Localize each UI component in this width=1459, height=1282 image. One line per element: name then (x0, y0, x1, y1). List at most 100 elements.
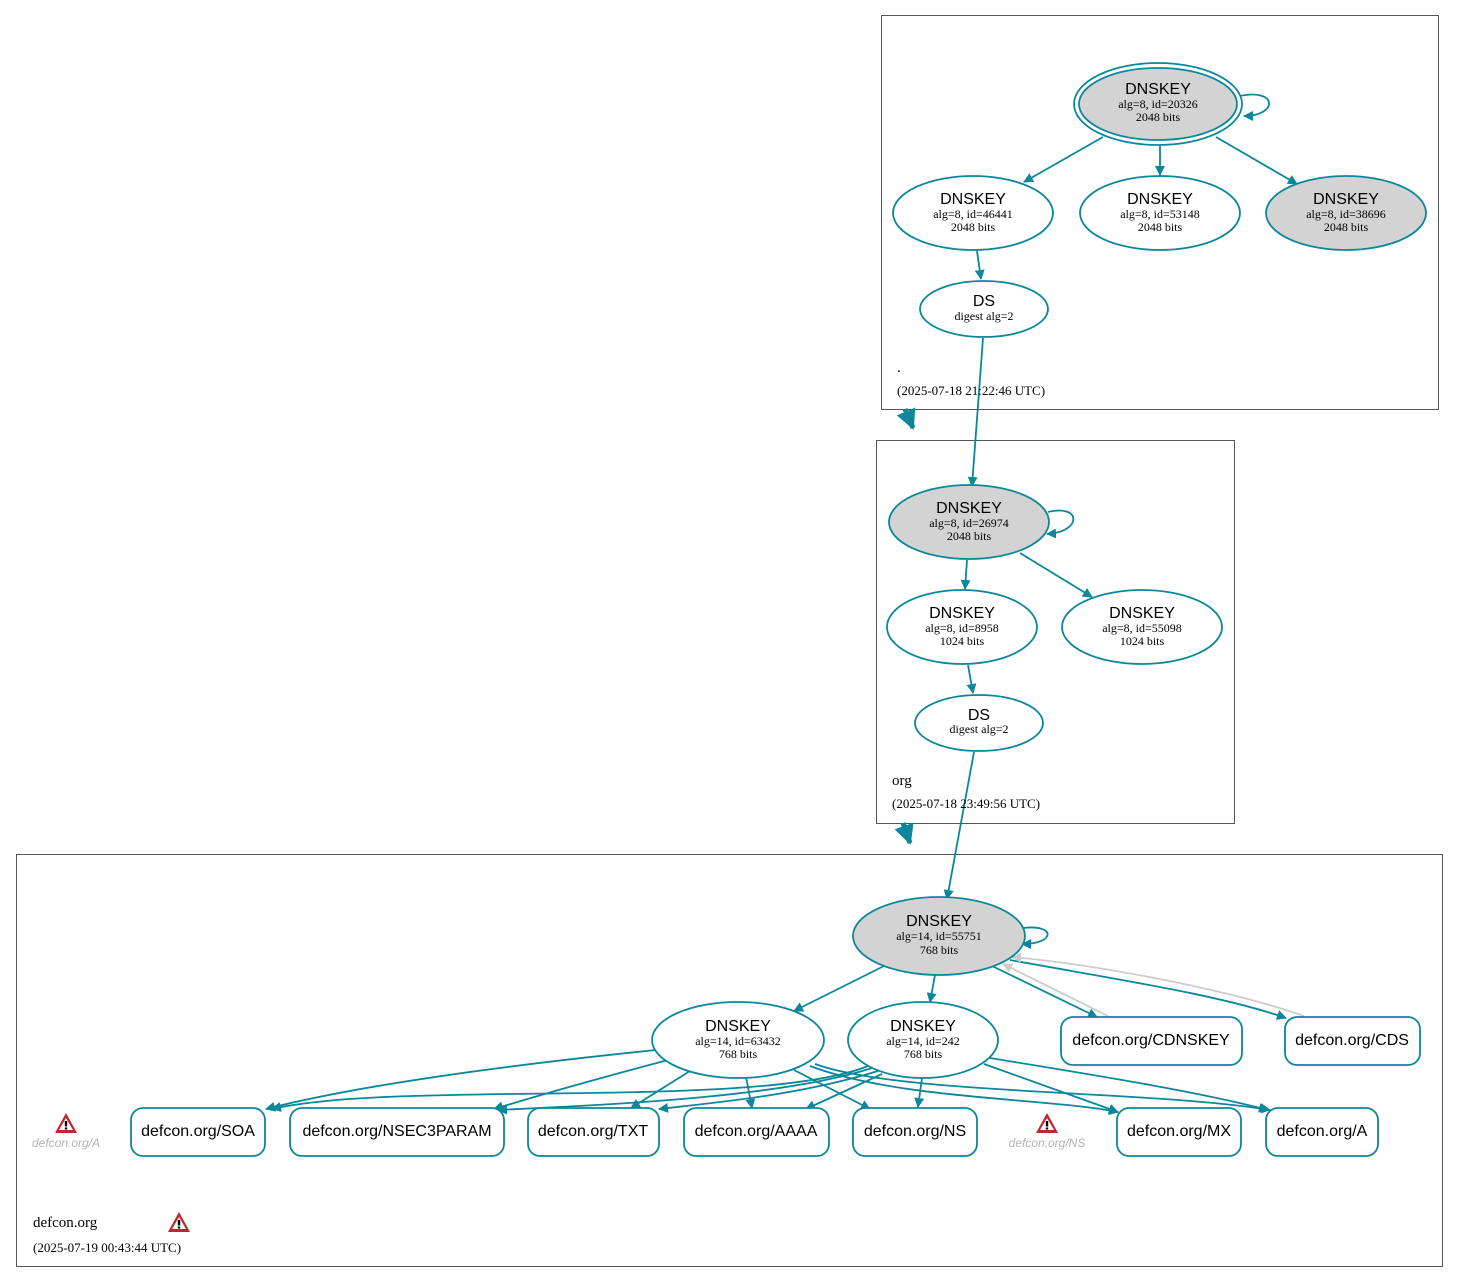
node-alg-id: alg=14, id=242 (886, 1034, 960, 1048)
node-alg-id: alg=8, id=8958 (925, 621, 999, 635)
node-title: DNSKEY (705, 1018, 771, 1035)
edge (809, 1065, 1119, 1116)
node-alg-id: alg=8, id=55098 (1102, 621, 1182, 635)
edge (983, 1063, 1119, 1114)
ghost-label: defcon.org/NS (1009, 1136, 1086, 1150)
dnskey-node[interactable]: DNSKEY alg=8, id=53148 2048 bits (1079, 175, 1241, 251)
ghost-label: defcon.org/A (32, 1136, 100, 1150)
node-bits: 1024 bits (940, 634, 985, 648)
edge (1021, 926, 1049, 949)
zone-defcon-time: (2025-07-19 00:43:44 UTC) (33, 1240, 181, 1255)
zone-root-time: (2025-07-18 21:22:46 UTC) (897, 383, 1045, 398)
edge (1009, 959, 1287, 1020)
zone-defcon-box (16, 854, 1443, 1267)
node-title: DS (973, 293, 995, 310)
edge (914, 1077, 925, 1108)
node-bits: 2048 bits (1136, 110, 1181, 124)
edge (1019, 552, 1093, 598)
ghost-node-a[interactable]: defcon.org/A (32, 1113, 100, 1150)
rrset-label: defcon.org/CDS (1295, 1032, 1409, 1049)
node-title: DNSKEY (1125, 81, 1191, 98)
node-bits: 768 bits (719, 1047, 758, 1061)
node-alg-id: alg=14, id=55751 (896, 929, 982, 943)
dnskey-node[interactable]: DNSKEY alg=8, id=26974 2048 bits (888, 484, 1050, 560)
edge (658, 1070, 879, 1113)
edge (1002, 963, 1109, 1017)
edge (989, 1057, 1269, 1113)
rrset-ns[interactable]: defcon.org/NS (852, 1107, 978, 1157)
edge (966, 664, 977, 694)
dnskey-node[interactable]: DNSKEY alg=14, id=63432 768 bits (651, 1001, 825, 1079)
node-title: DNSKEY (890, 1018, 956, 1035)
edge (493, 1059, 669, 1112)
dnskey-node[interactable]: DNSKEY alg=14, id=242 768 bits (847, 1001, 999, 1079)
dnskey-node[interactable]: DNSKEY alg=8, id=8958 1024 bits (886, 589, 1038, 665)
node-alg-id: alg=8, id=46441 (933, 207, 1013, 221)
edge (943, 751, 975, 900)
node-alg-id: alg=8, id=20326 (1118, 97, 1198, 111)
rrset-label: defcon.org/CDNSKEY (1072, 1032, 1230, 1049)
rrset-label: defcon.org/A (1277, 1123, 1368, 1140)
dnskey-node[interactable]: DNSKEY alg=14, id=55751 768 bits (852, 896, 1026, 976)
node-bits: 1024 bits (1120, 634, 1165, 648)
node-bits: 768 bits (904, 1047, 943, 1061)
zone-defcon-name: defcon.org (33, 1215, 98, 1231)
node-alg-id: alg=8, id=53148 (1120, 207, 1200, 221)
edge (793, 1069, 871, 1110)
node-alg-id: alg=8, id=38696 (1306, 207, 1386, 221)
zone-org-box (876, 440, 1235, 824)
rrset-label: defcon.org/AAAA (695, 1123, 818, 1140)
warning-triangle-icon[interactable] (168, 1212, 190, 1232)
dnskey-node[interactable]: DNSKEY alg=8, id=55098 1024 bits (1061, 589, 1223, 665)
rrset-txt[interactable]: defcon.org/TXT (527, 1107, 660, 1157)
rrset-label: defcon.org/NS (864, 1123, 966, 1140)
rrset-mx[interactable]: defcon.org/MX (1116, 1107, 1242, 1157)
node-bits: 2048 bits (947, 529, 992, 543)
edge (271, 1065, 869, 1112)
edge (1046, 509, 1075, 539)
rrset-label: defcon.org/NSEC3PARAM (302, 1123, 491, 1140)
rrset-cdnskey[interactable]: defcon.org/CDNSKEY (1060, 1016, 1243, 1066)
rrset-label: defcon.org/TXT (538, 1123, 649, 1140)
zone-root-box (881, 15, 1439, 410)
node-title: DNSKEY (936, 500, 1002, 517)
node-bits: 768 bits (920, 943, 959, 957)
dnskey-node[interactable]: DNSKEY alg=8, id=38696 2048 bits (1265, 175, 1427, 251)
dnskey-node[interactable]: DNSKEY alg=8, id=20326 2048 bits (1073, 62, 1243, 146)
rrset-nsec3param[interactable]: defcon.org/NSEC3PARAM (289, 1107, 505, 1157)
edge (814, 1063, 1271, 1114)
node-title: DNSKEY (1127, 191, 1193, 208)
edge (926, 974, 937, 1003)
node-digest: digest alg=2 (949, 722, 1008, 736)
zone-org-name: org (892, 773, 912, 789)
rrset-label: defcon.org/SOA (141, 1123, 255, 1140)
node-bits: 2048 bits (951, 220, 996, 234)
warning-triangle-icon (1036, 1113, 1058, 1133)
rrset-a[interactable]: defcon.org/A (1265, 1107, 1379, 1157)
rrset-cds[interactable]: defcon.org/CDS (1284, 1016, 1421, 1066)
node-title: DNSKEY (1313, 191, 1379, 208)
node-title: DS (968, 707, 990, 724)
zone-org-time: (2025-07-18 23:49:56 UTC) (892, 796, 1040, 811)
edge (960, 559, 971, 590)
edge (974, 250, 985, 280)
rrset-aaaa[interactable]: defcon.org/AAAA (683, 1107, 830, 1157)
edge (1215, 136, 1298, 185)
edge (1239, 93, 1270, 121)
node-title: DNSKEY (940, 191, 1006, 208)
ds-node[interactable]: DS digest alg=2 (919, 280, 1049, 338)
zone-root-name: . (897, 360, 901, 376)
ghost-node-ns[interactable]: defcon.org/NS (1009, 1113, 1086, 1150)
dnskey-node[interactable]: DNSKEY alg=8, id=46441 2048 bits (892, 175, 1054, 251)
ds-node[interactable]: DS digest alg=2 (914, 694, 1044, 752)
node-digest: digest alg=2 (954, 309, 1013, 323)
node-bits: 2048 bits (1324, 220, 1369, 234)
delegation-arrow-root-org (896, 407, 916, 430)
node-alg-id: alg=8, id=26974 (929, 516, 1009, 530)
node-title: DNSKEY (929, 605, 995, 622)
rrset-soa[interactable]: defcon.org/SOA (130, 1107, 266, 1157)
delegation-arrow-org-defcon (894, 822, 914, 845)
warning-triangle-icon (55, 1113, 77, 1133)
edge (1011, 952, 1305, 1017)
